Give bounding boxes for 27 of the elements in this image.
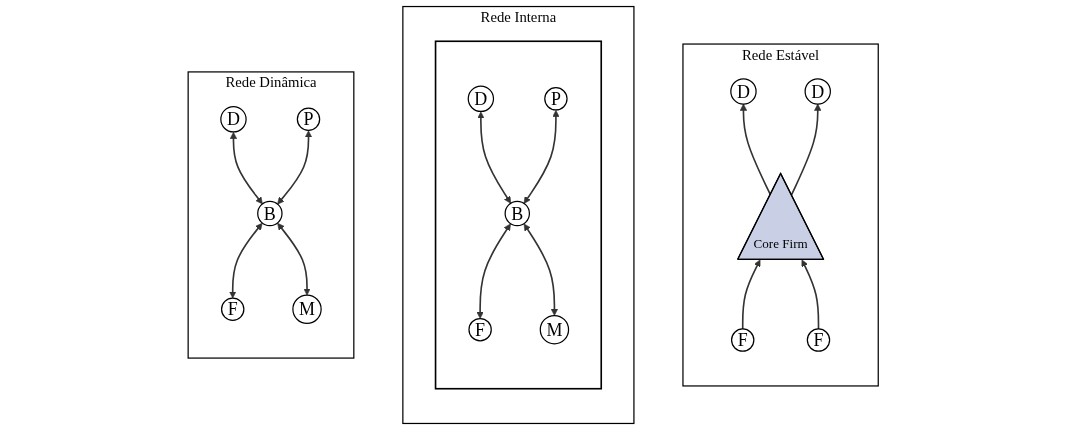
arrow xyxy=(523,110,560,204)
node-circle: P xyxy=(543,87,568,111)
node-circle: D xyxy=(467,85,494,113)
arrow xyxy=(277,130,312,205)
node-circle: M xyxy=(539,314,569,345)
node-circle: B xyxy=(504,200,530,227)
arrow xyxy=(790,103,822,196)
node-circle: D xyxy=(220,106,247,133)
arrow xyxy=(523,223,558,316)
node-circle: F xyxy=(806,328,831,352)
arrow xyxy=(477,111,511,204)
arrow xyxy=(739,103,772,196)
cluster xyxy=(434,40,602,390)
arrow xyxy=(801,259,820,330)
node-circle: M xyxy=(292,294,322,324)
node-circle: F xyxy=(220,297,245,321)
node-circle: P xyxy=(296,107,321,132)
node-circle: D xyxy=(730,78,757,105)
arrow xyxy=(228,222,263,299)
node-circle: B xyxy=(256,200,283,227)
arrow xyxy=(229,131,263,205)
node-circle: D xyxy=(804,78,831,105)
node-circle: F xyxy=(730,328,755,352)
arrow xyxy=(741,259,761,330)
arrow xyxy=(277,222,311,296)
node-circle: F xyxy=(468,317,492,342)
arrow xyxy=(476,223,511,319)
